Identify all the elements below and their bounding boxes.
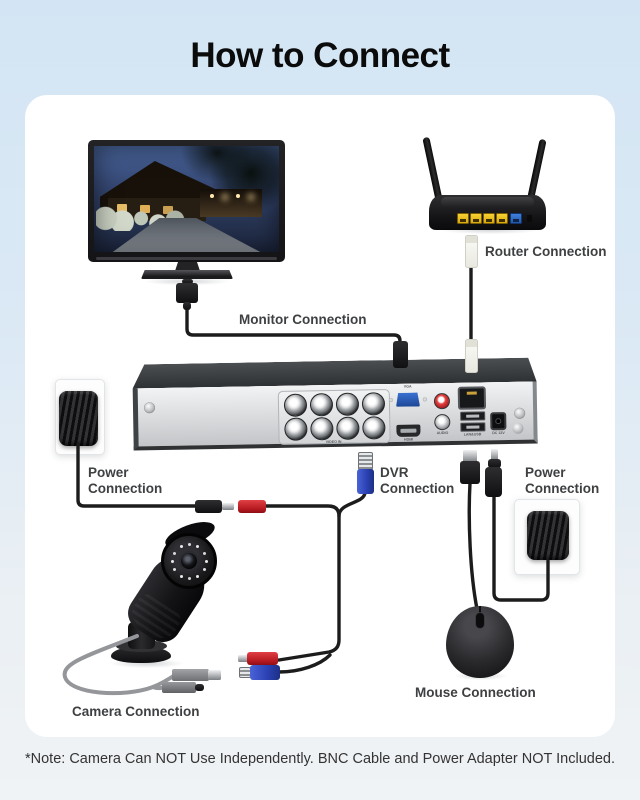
camera-bnc-pigtail-tip: [208, 670, 221, 680]
screen-vignette: [94, 146, 279, 252]
lan-usb-label: LAN&USB: [463, 432, 482, 438]
dvr-rear-panel: VIDEO IN VGA HDMI AUDIO LAN&USB DC 12V: [132, 381, 538, 451]
dc-plug-right-tip: [491, 449, 498, 460]
note-text: *Note: Camera Can NOT Use Independently.…: [25, 751, 615, 767]
monitor-illustration: [88, 140, 285, 262]
router-lan-port: [496, 213, 508, 224]
router-lan-port: [457, 213, 469, 224]
bnc-plug-blue-top: [357, 469, 374, 494]
dc-power-port: [490, 412, 507, 431]
dc-plug-red-tip: [238, 655, 248, 662]
label-dvr-connection: DVR Connection: [380, 465, 455, 496]
dc-plug-right-collar: [488, 459, 501, 468]
label-router-connection: Router Connection: [485, 244, 607, 259]
usb-plug: [460, 461, 480, 484]
bnc-extension-cable-path: [263, 504, 341, 662]
screen-trees: [181, 146, 253, 182]
label-power-connection-left: Power Connection: [88, 465, 163, 496]
video-in-label: VIDEO IN: [325, 439, 342, 445]
mouse-scroll-wheel: [475, 612, 485, 629]
bnc-plug-knurl-top: [358, 452, 373, 470]
vga-label: VGA: [403, 384, 412, 390]
hdmi-port: [396, 424, 421, 437]
dc-plug-red-bottom: [247, 652, 278, 665]
hdmi-plug-tab: [182, 279, 193, 284]
camera-dc-pigtail-tip: [195, 684, 204, 691]
router-wan-port: [510, 213, 522, 224]
router-lan-port: [483, 213, 495, 224]
panel-screw: [143, 402, 156, 414]
rca-audio-in-port: [434, 413, 451, 431]
router-button: [527, 215, 532, 222]
hdmi-plug-neck: [183, 302, 191, 310]
mouse-cable-path: [467, 481, 479, 611]
camera-lens-face: [161, 533, 217, 589]
power-adapter-left: [59, 391, 98, 446]
dc-plug-black: [195, 500, 222, 513]
lan-port: [457, 386, 487, 410]
router-lan-port: [470, 213, 482, 224]
page-title: How to Connect: [190, 36, 450, 75]
dc-plug-tip: [222, 503, 234, 510]
dc-plug-right: [485, 467, 502, 497]
hdmi-label: HDMI: [403, 437, 414, 443]
router-shadow: [431, 225, 549, 235]
bnc-plug-blue-bottom: [250, 665, 280, 680]
monitor-stand-base: [141, 270, 233, 279]
ground-screw: [512, 422, 524, 434]
monitor-screen: [94, 146, 279, 252]
label-monitor-connection: Monitor Connection: [239, 312, 367, 327]
diagram-card: VIDEO IN VGA HDMI AUDIO LAN&USB DC 12V: [25, 95, 615, 737]
vga-screw: [388, 397, 393, 403]
ethernet-plug-top: [465, 235, 478, 268]
panel-screw: [514, 407, 526, 419]
hdmi-plug-dvr: [393, 341, 408, 368]
camera-bnc-pigtail: [172, 669, 209, 681]
router-illustration: [429, 195, 546, 230]
power-adapter-right: [527, 511, 569, 560]
camera-lens: [179, 551, 199, 571]
dc-label: DC 12V: [492, 431, 505, 436]
screen-garage: [200, 189, 262, 217]
camera-dc-pigtail: [162, 682, 196, 693]
usb-port: [460, 422, 486, 432]
label-power-connection-right: Power Connection: [525, 465, 600, 496]
vga-screw: [422, 397, 427, 402]
monitor-stand-neck: [175, 262, 200, 271]
usb-port: [460, 411, 486, 421]
label-camera-connection: Camera Connection: [72, 704, 200, 719]
rca-audio-out-port: [433, 392, 451, 410]
audio-label: AUDIO: [436, 431, 449, 436]
label-mouse-connection: Mouse Connection: [415, 685, 536, 700]
bnc-fork-cable-path: [277, 653, 332, 674]
dc-connector-red: [238, 500, 266, 513]
ethernet-plug-bottom: [465, 339, 478, 373]
router-antenna-left: [422, 136, 443, 203]
usb-plug-shield: [463, 450, 477, 462]
vga-port: [396, 393, 420, 407]
dvr-bnc-cable-path: [337, 490, 367, 518]
hdmi-plug-monitor: [176, 283, 198, 303]
